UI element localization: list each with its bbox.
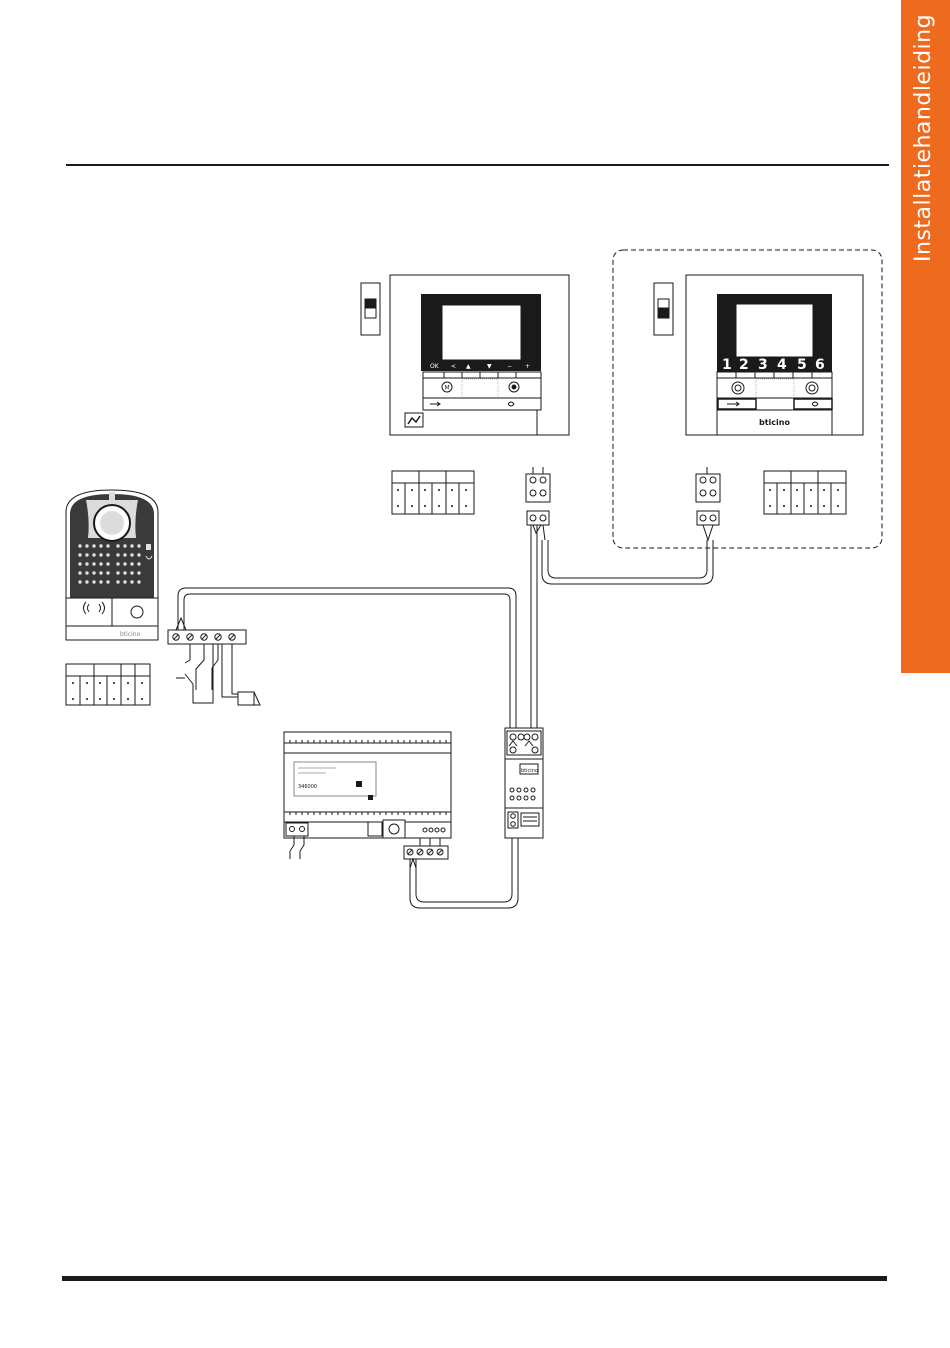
entrance-panel: bticino [66,490,158,640]
terminal-table-a [392,471,474,514]
distributor: bticino [505,728,543,838]
switch-a [361,283,380,335]
switch-b [654,283,673,335]
key-up: ▲ [466,363,471,370]
key-plus: + [525,363,530,370]
num-4: 4 [777,357,787,373]
panel-brand: bticino [120,631,141,638]
power-supply-model: 346000 [298,784,317,790]
key-minus: − [507,363,512,370]
key-ok: OK [430,363,440,370]
num-6: 6 [815,357,825,373]
connector-b [696,467,720,525]
monitor-b-brand: bticino [759,418,790,427]
power-supply: 346000 [284,732,451,859]
m-button-label: M [445,385,450,392]
supply-output-terminals [404,838,448,859]
monitor-a: OK < ▲ ▼ − + M [390,275,569,435]
connector-a [526,467,550,525]
num-2: 2 [739,357,749,373]
num-1: 1 [722,357,732,373]
terminal-table-panel [66,664,150,705]
num-5: 5 [797,357,807,373]
distributor-brand: bticino [521,768,538,774]
key-left: < [451,363,456,370]
key-down: ▼ [487,363,492,370]
terminal-table-b [764,471,846,514]
panel-terminal-strip [168,630,260,705]
monitor-b: 1 2 3 4 5 6 bticino [686,275,863,435]
num-3: 3 [758,357,768,373]
